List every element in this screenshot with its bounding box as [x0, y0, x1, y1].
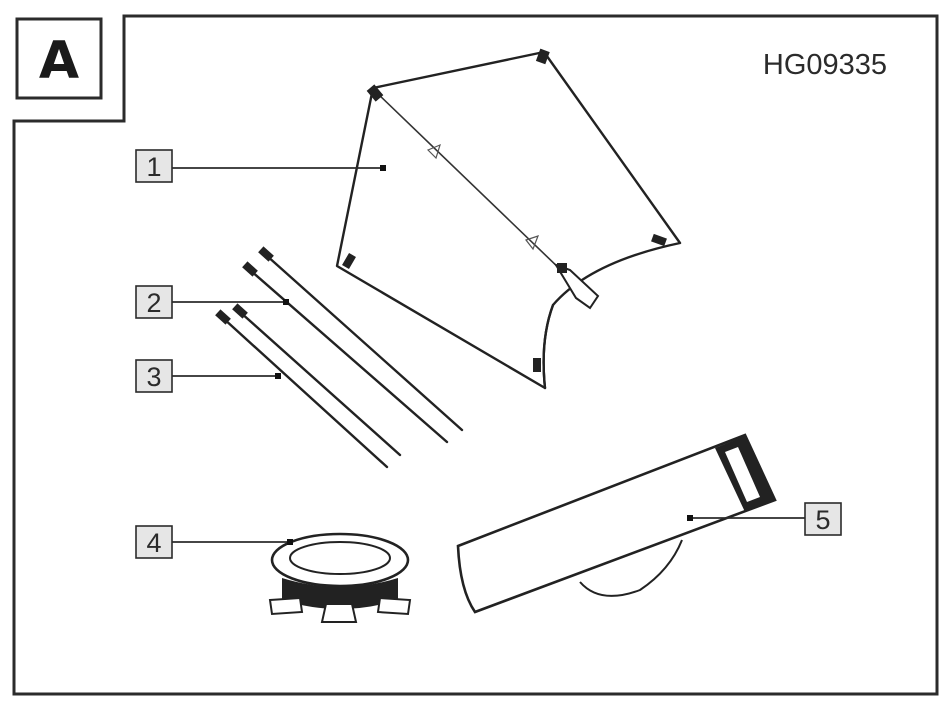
svg-text:2: 2: [146, 288, 161, 318]
kite-sail-illustration: [335, 48, 682, 390]
callout-1: 1: [135, 149, 386, 183]
long-rods-illustration: [242, 246, 464, 444]
svg-text:4: 4: [146, 528, 161, 558]
svg-text:5: 5: [815, 505, 830, 535]
callout-2: 2: [135, 285, 289, 319]
short-rods-illustration: [215, 303, 402, 469]
callout-4: 4: [135, 525, 293, 559]
diagram-frame: [12, 14, 939, 696]
callout-5: 5: [687, 502, 842, 536]
model-code: HG09335: [763, 49, 887, 81]
section-letter: A: [39, 31, 79, 91]
line-winder-illustration: [268, 532, 412, 623]
svg-text:3: 3: [146, 362, 161, 392]
callout-3: 3: [135, 359, 281, 393]
svg-text:1: 1: [146, 152, 161, 182]
storage-bag-illustration: [456, 433, 777, 614]
section-letter-box: [15, 17, 103, 100]
